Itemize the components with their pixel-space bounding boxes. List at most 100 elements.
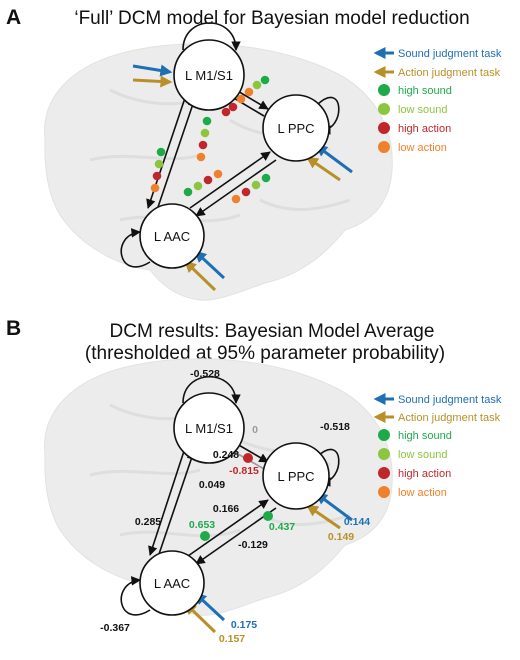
value-ppc-self: -0.518	[320, 421, 350, 433]
value-aac-to-m1: 0.285	[135, 516, 161, 528]
edge-ppc-to-aac	[195, 159, 277, 217]
node-label-m1: L M1/S1	[185, 68, 233, 83]
legend-action-task: Action judgment task	[398, 412, 501, 424]
node-aac-a: L AAC	[139, 203, 205, 269]
value-ppc-to-m1: 0	[252, 424, 258, 436]
node-label-aac: L AAC	[154, 229, 190, 244]
node-m1-a: L M1/S1	[173, 39, 245, 111]
action-task-arrow-m1	[132, 75, 173, 88]
legend-action-task: Action judgment task	[398, 67, 501, 79]
dot-high-action	[203, 175, 213, 185]
node-label-ppc: L PPC	[277, 469, 314, 484]
edge-aac-to-m1	[156, 97, 197, 211]
dot-high-action	[228, 102, 238, 112]
dot-high-action	[243, 453, 253, 463]
sound-task-arrow-aac	[194, 250, 226, 280]
panel-b: B DCM results: Bayesian Model Average (t…	[6, 317, 502, 645]
edge-aac-to-m1	[157, 450, 196, 558]
dot-high-sound	[261, 173, 271, 183]
dot-high-action	[152, 171, 162, 181]
self-loop-m1	[182, 22, 241, 51]
value-aac-to-ppc: 0.166	[213, 503, 239, 515]
dot-high-sound	[202, 116, 212, 126]
legend-low-action: low action	[398, 142, 447, 154]
legend-high-action: high action	[398, 468, 451, 480]
dot-high-action	[198, 140, 208, 150]
legend-low-sound-dot	[378, 103, 390, 115]
action-task-arrow-aac	[184, 260, 217, 292]
legend-sound-task: Sound judgment task	[398, 394, 502, 406]
dot-high-sound	[183, 187, 193, 197]
dot-low-action	[196, 152, 206, 162]
dot-high-action	[241, 187, 251, 197]
dot-high-action	[221, 107, 231, 117]
legend-high-sound: high sound	[398, 85, 452, 97]
legend-high-sound: high sound	[398, 430, 452, 442]
parameter-values-b: -0.528 -0.518 -0.367 0 0.248 -0.815 0.28…	[100, 368, 370, 645]
legend-low-action-dot	[378, 141, 390, 153]
dot-low-sound	[193, 181, 203, 191]
dot-high-sound	[156, 147, 166, 157]
legend-low-action: low action	[398, 487, 447, 499]
value-m1-to-ppc-action: -0.815	[229, 465, 259, 477]
value-aac-self: -0.367	[100, 622, 130, 634]
modulation-dots-b	[200, 453, 273, 541]
dot-low-sound	[251, 180, 261, 190]
panel-b-letter: B	[6, 317, 21, 340]
edge-ppc-to-aac	[195, 507, 277, 565]
self-loop-m1	[182, 375, 241, 404]
value-ppc-action-task: 0.149	[328, 531, 354, 543]
dot-low-action	[236, 94, 246, 104]
node-label-m1: L M1/S1	[185, 421, 233, 436]
panel-a: A ‘Full’ DCM model for Bayesian model re…	[6, 6, 502, 301]
legend-high-action-dot	[378, 467, 390, 479]
dot-low-action	[213, 169, 223, 179]
legend-high-action-dot	[378, 122, 390, 134]
value-m1-to-aac: 0.049	[199, 479, 225, 491]
dot-low-sound	[252, 80, 262, 90]
value-m1-to-ppc: 0.248	[213, 449, 239, 461]
legend-b: Sound judgment task Action judgment task…	[373, 393, 502, 499]
panel-a-letter: A	[6, 6, 21, 29]
edge-aac-to-ppc	[187, 499, 269, 557]
panel-b-title-line2: (thresholded at 95% parameter probabilit…	[85, 343, 445, 364]
edge-m1-to-aac	[148, 447, 186, 556]
sound-task-arrow-ppc	[315, 144, 353, 174]
value-ppc-to-aac-sound: 0.437	[269, 521, 295, 533]
action-task-arrow-ppc	[306, 504, 341, 530]
value-aac-sound-task: 0.175	[231, 619, 257, 631]
sound-task-arrow-m1	[132, 64, 173, 77]
value-aac-action-task: 0.157	[219, 633, 245, 645]
dot-high-sound	[260, 75, 270, 85]
node-ppc-a: L PPC	[262, 94, 330, 162]
dot-low-sound	[200, 128, 210, 138]
legend-a: Sound judgment task Action judgment task…	[373, 47, 502, 154]
node-label-ppc: L PPC	[277, 121, 314, 136]
dot-low-action	[150, 183, 160, 193]
modulation-dots-a	[150, 75, 271, 204]
edge-aac-to-ppc	[189, 151, 271, 209]
panel-b-title-line1: DCM results: Bayesian Model Average	[110, 321, 435, 342]
dot-low-action	[231, 194, 241, 204]
self-loop-aac	[120, 228, 151, 268]
value-ppc-sound-task: 0.144	[344, 516, 370, 528]
legend-low-sound-dot	[378, 448, 390, 460]
node-label-aac: L AAC	[154, 576, 190, 591]
action-task-arrow-ppc	[306, 156, 341, 182]
legend-low-sound: low sound	[398, 449, 448, 461]
dot-low-action	[244, 87, 254, 97]
value-ppc-to-aac: -0.129	[238, 539, 268, 551]
input-arrows-a	[132, 64, 353, 292]
legend-sound-task: Sound judgment task	[398, 48, 502, 60]
legend-low-sound: low sound	[398, 104, 448, 116]
node-m1-b: L M1/S1	[173, 392, 245, 464]
dot-high-sound	[263, 511, 273, 521]
legend-high-action: high action	[398, 123, 451, 135]
panel-a-title: ‘Full’ DCM model for Bayesian model redu…	[74, 8, 469, 29]
legend-high-sound-dot	[378, 429, 390, 441]
self-loop-aac	[120, 576, 151, 616]
node-aac-b: L AAC	[139, 550, 205, 616]
value-aac-to-ppc-sound: 0.653	[189, 519, 215, 531]
value-m1-self: -0.528	[190, 368, 220, 380]
